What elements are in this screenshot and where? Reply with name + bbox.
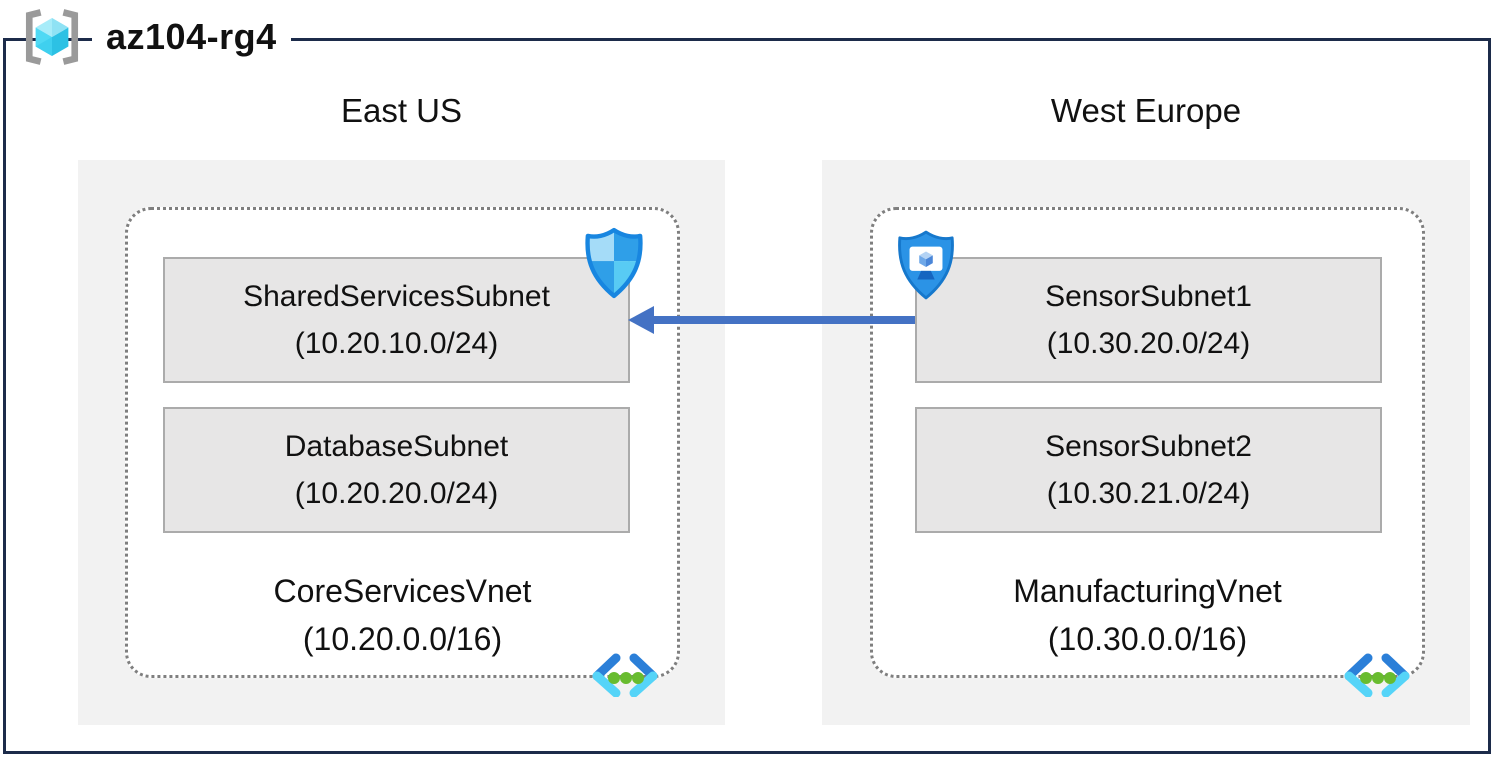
subnet-cidr: (10.20.10.0/24) [295,320,498,367]
vnet-label-coreservices: CoreServicesVnet (10.20.0.0/16) [125,567,680,663]
vnet-label-manufacturing: ManufacturingVnet (10.30.0.0/16) [870,567,1425,663]
region-label-west-europe: West Europe [822,92,1470,130]
subnet-cidr: (10.30.20.0/24) [1047,320,1250,367]
virtual-network-icon [589,651,661,702]
subnet-name: DatabaseSubnet [285,423,509,470]
subnet-name: SharedServicesSubnet [243,273,550,320]
network-security-group-shield-icon [583,226,645,305]
resource-group-title: az104-rg4 [92,12,291,62]
subnet-box-sharedservices: SharedServicesSubnet (10.20.10.0/24) [163,257,630,383]
resource-group-label: az104-rg4 [16,5,291,69]
subnet-box-sensorsubnet2: SensorSubnet2 (10.30.21.0/24) [915,407,1382,533]
subnet-cidr: (10.20.20.0/24) [295,470,498,517]
peering-arrow [628,301,916,344]
subnet-name: SensorSubnet2 [1045,423,1252,470]
region-label-east-us: East US [78,92,725,130]
application-security-group-shield-icon [895,228,957,307]
vnet-name: CoreServicesVnet [125,567,680,615]
vnet-name: ManufacturingVnet [870,567,1425,615]
subnet-box-database: DatabaseSubnet (10.20.20.0/24) [163,407,630,533]
subnet-cidr: (10.30.21.0/24) [1047,470,1250,517]
resource-group-icon [16,6,88,68]
subnet-name: SensorSubnet1 [1045,273,1252,320]
virtual-network-icon [1341,651,1413,702]
subnet-box-sensorsubnet1: SensorSubnet1 (10.30.20.0/24) [915,257,1382,383]
